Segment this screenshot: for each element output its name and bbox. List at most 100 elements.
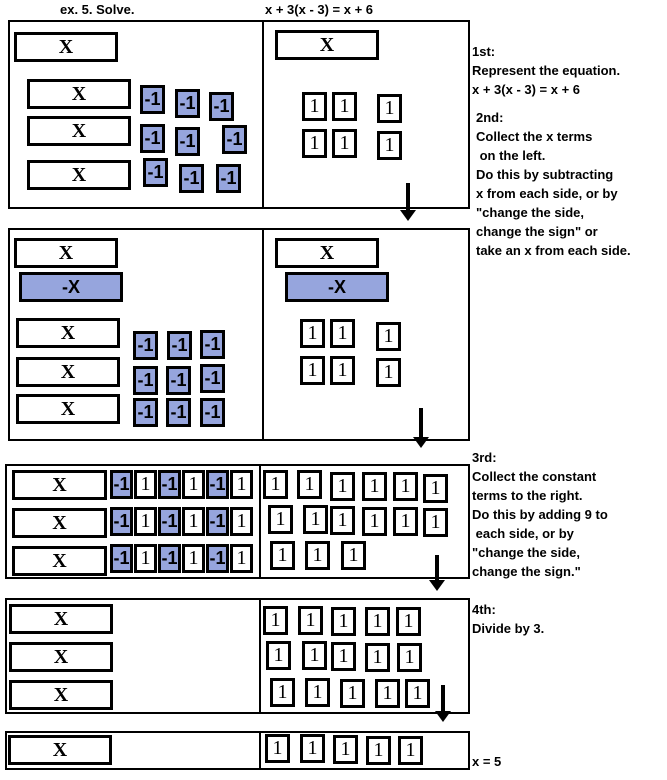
unit-tile: 1 [376,322,401,351]
step-label: 1st: [472,44,496,59]
unit-tile: 1 [362,472,387,501]
unit-tile: 1 [266,641,291,670]
x-tile: X [9,642,113,672]
negative-unit-tile: -1 [206,470,229,499]
step-label: 2nd: [476,110,504,125]
unit-tile: 1 [365,643,390,672]
unit-tile: 1 [302,129,327,158]
unit-tile: 1 [341,541,366,570]
unit-tile: 1 [265,734,290,763]
unit-tile: 1 [263,606,288,635]
step-3-note: 3rd: Collect the constant terms to the r… [472,448,608,581]
negative-unit-tile: -1 [175,89,200,118]
negative-unit-tile: -1 [216,164,241,193]
x-tile: X [27,79,131,109]
equation-title: x + 3(x - 3) = x + 6 [265,2,374,17]
unit-tile: 1 [365,607,390,636]
step-label: 3rd: [472,450,497,465]
step-text: Collect the x terms on the left. Do this… [476,129,631,258]
negative-unit-tile: -1 [143,158,168,187]
step-panel-2 [8,228,470,441]
unit-tile: 1 [300,319,325,348]
negative-unit-tile: -1 [206,544,229,573]
example-title: ex. 5. Solve. [60,2,135,17]
x-tile: X [14,238,118,268]
step-panel-4 [5,598,470,714]
x-tile: X [8,735,112,765]
step-panel-3 [5,464,470,579]
down-arrow-icon [400,183,416,221]
unit-tile: 1 [375,679,400,708]
x-tile: X [275,238,379,268]
unit-tile: 1 [332,92,357,121]
negative-unit-tile: -1 [140,124,165,153]
negative-unit-tile: -1 [140,85,165,114]
unit-tile: 1 [330,319,355,348]
unit-tile: 1 [397,643,422,672]
unit-tile: 1 [398,736,423,765]
negative-unit-tile: -1 [179,164,204,193]
unit-tile: 1 [303,505,328,534]
equals-divider [262,20,264,209]
unit-tile: 1 [302,641,327,670]
x-tile: X [12,470,107,500]
unit-tile: 1 [396,607,421,636]
unit-tile: 1 [330,356,355,385]
negative-unit-tile: -1 [110,544,133,573]
unit-tile: 1 [297,470,322,499]
unit-tile: 1 [305,541,330,570]
step-1-note: 1st: Represent the equation. x + 3(x - 3… [472,42,620,99]
unit-tile: 1 [300,356,325,385]
negative-unit-tile: -1 [110,470,133,499]
unit-tile: 1 [393,507,418,536]
unit-tile: 1 [270,678,295,707]
step-panel-5 [5,731,470,770]
unit-tile: 1 [362,507,387,536]
x-tile: X [9,680,113,710]
unit-tile: 1 [331,607,356,636]
step-2-note: 2nd: Collect the x terms on the left. Do… [476,108,631,260]
down-arrow-icon [429,555,445,591]
unit-tile: 1 [331,642,356,671]
step-text: Collect the constant terms to the right.… [472,469,608,579]
x-tile: X [27,160,131,190]
negative-unit-tile: -1 [133,331,158,360]
x-tile: X [16,394,120,424]
unit-tile: 1 [298,606,323,635]
negative-unit-tile: -1 [133,398,158,427]
x-tile: X [27,116,131,146]
negative-unit-tile: -1 [175,127,200,156]
unit-tile: 1 [134,507,157,536]
negative-unit-tile: -1 [200,330,225,359]
x-tile: X [16,318,120,348]
unit-tile: 1 [393,472,418,501]
unit-tile: 1 [182,507,205,536]
unit-tile: 1 [300,734,325,763]
unit-tile: 1 [423,474,448,503]
negative-x-tile: -X [285,272,389,302]
unit-tile: 1 [263,470,288,499]
negative-unit-tile: -1 [158,507,181,536]
equals-divider [259,464,261,579]
negative-unit-tile: -1 [110,507,133,536]
unit-tile: 1 [377,131,402,160]
negative-unit-tile: -1 [167,331,192,360]
step-text: Represent the equation. x + 3(x - 3) = x… [472,63,621,97]
unit-tile: 1 [182,470,205,499]
negative-unit-tile: -1 [206,507,229,536]
unit-tile: 1 [230,470,253,499]
unit-tile: 1 [330,472,355,501]
unit-tile: 1 [333,735,358,764]
unit-tile: 1 [134,544,157,573]
negative-unit-tile: -1 [158,470,181,499]
negative-unit-tile: -1 [166,366,191,395]
unit-tile: 1 [230,507,253,536]
unit-tile: 1 [134,470,157,499]
unit-tile: 1 [377,94,402,123]
unit-tile: 1 [366,736,391,765]
unit-tile: 1 [270,541,295,570]
equals-divider [259,598,261,714]
x-tile: X [14,32,118,62]
negative-x-tile: -X [19,272,123,302]
